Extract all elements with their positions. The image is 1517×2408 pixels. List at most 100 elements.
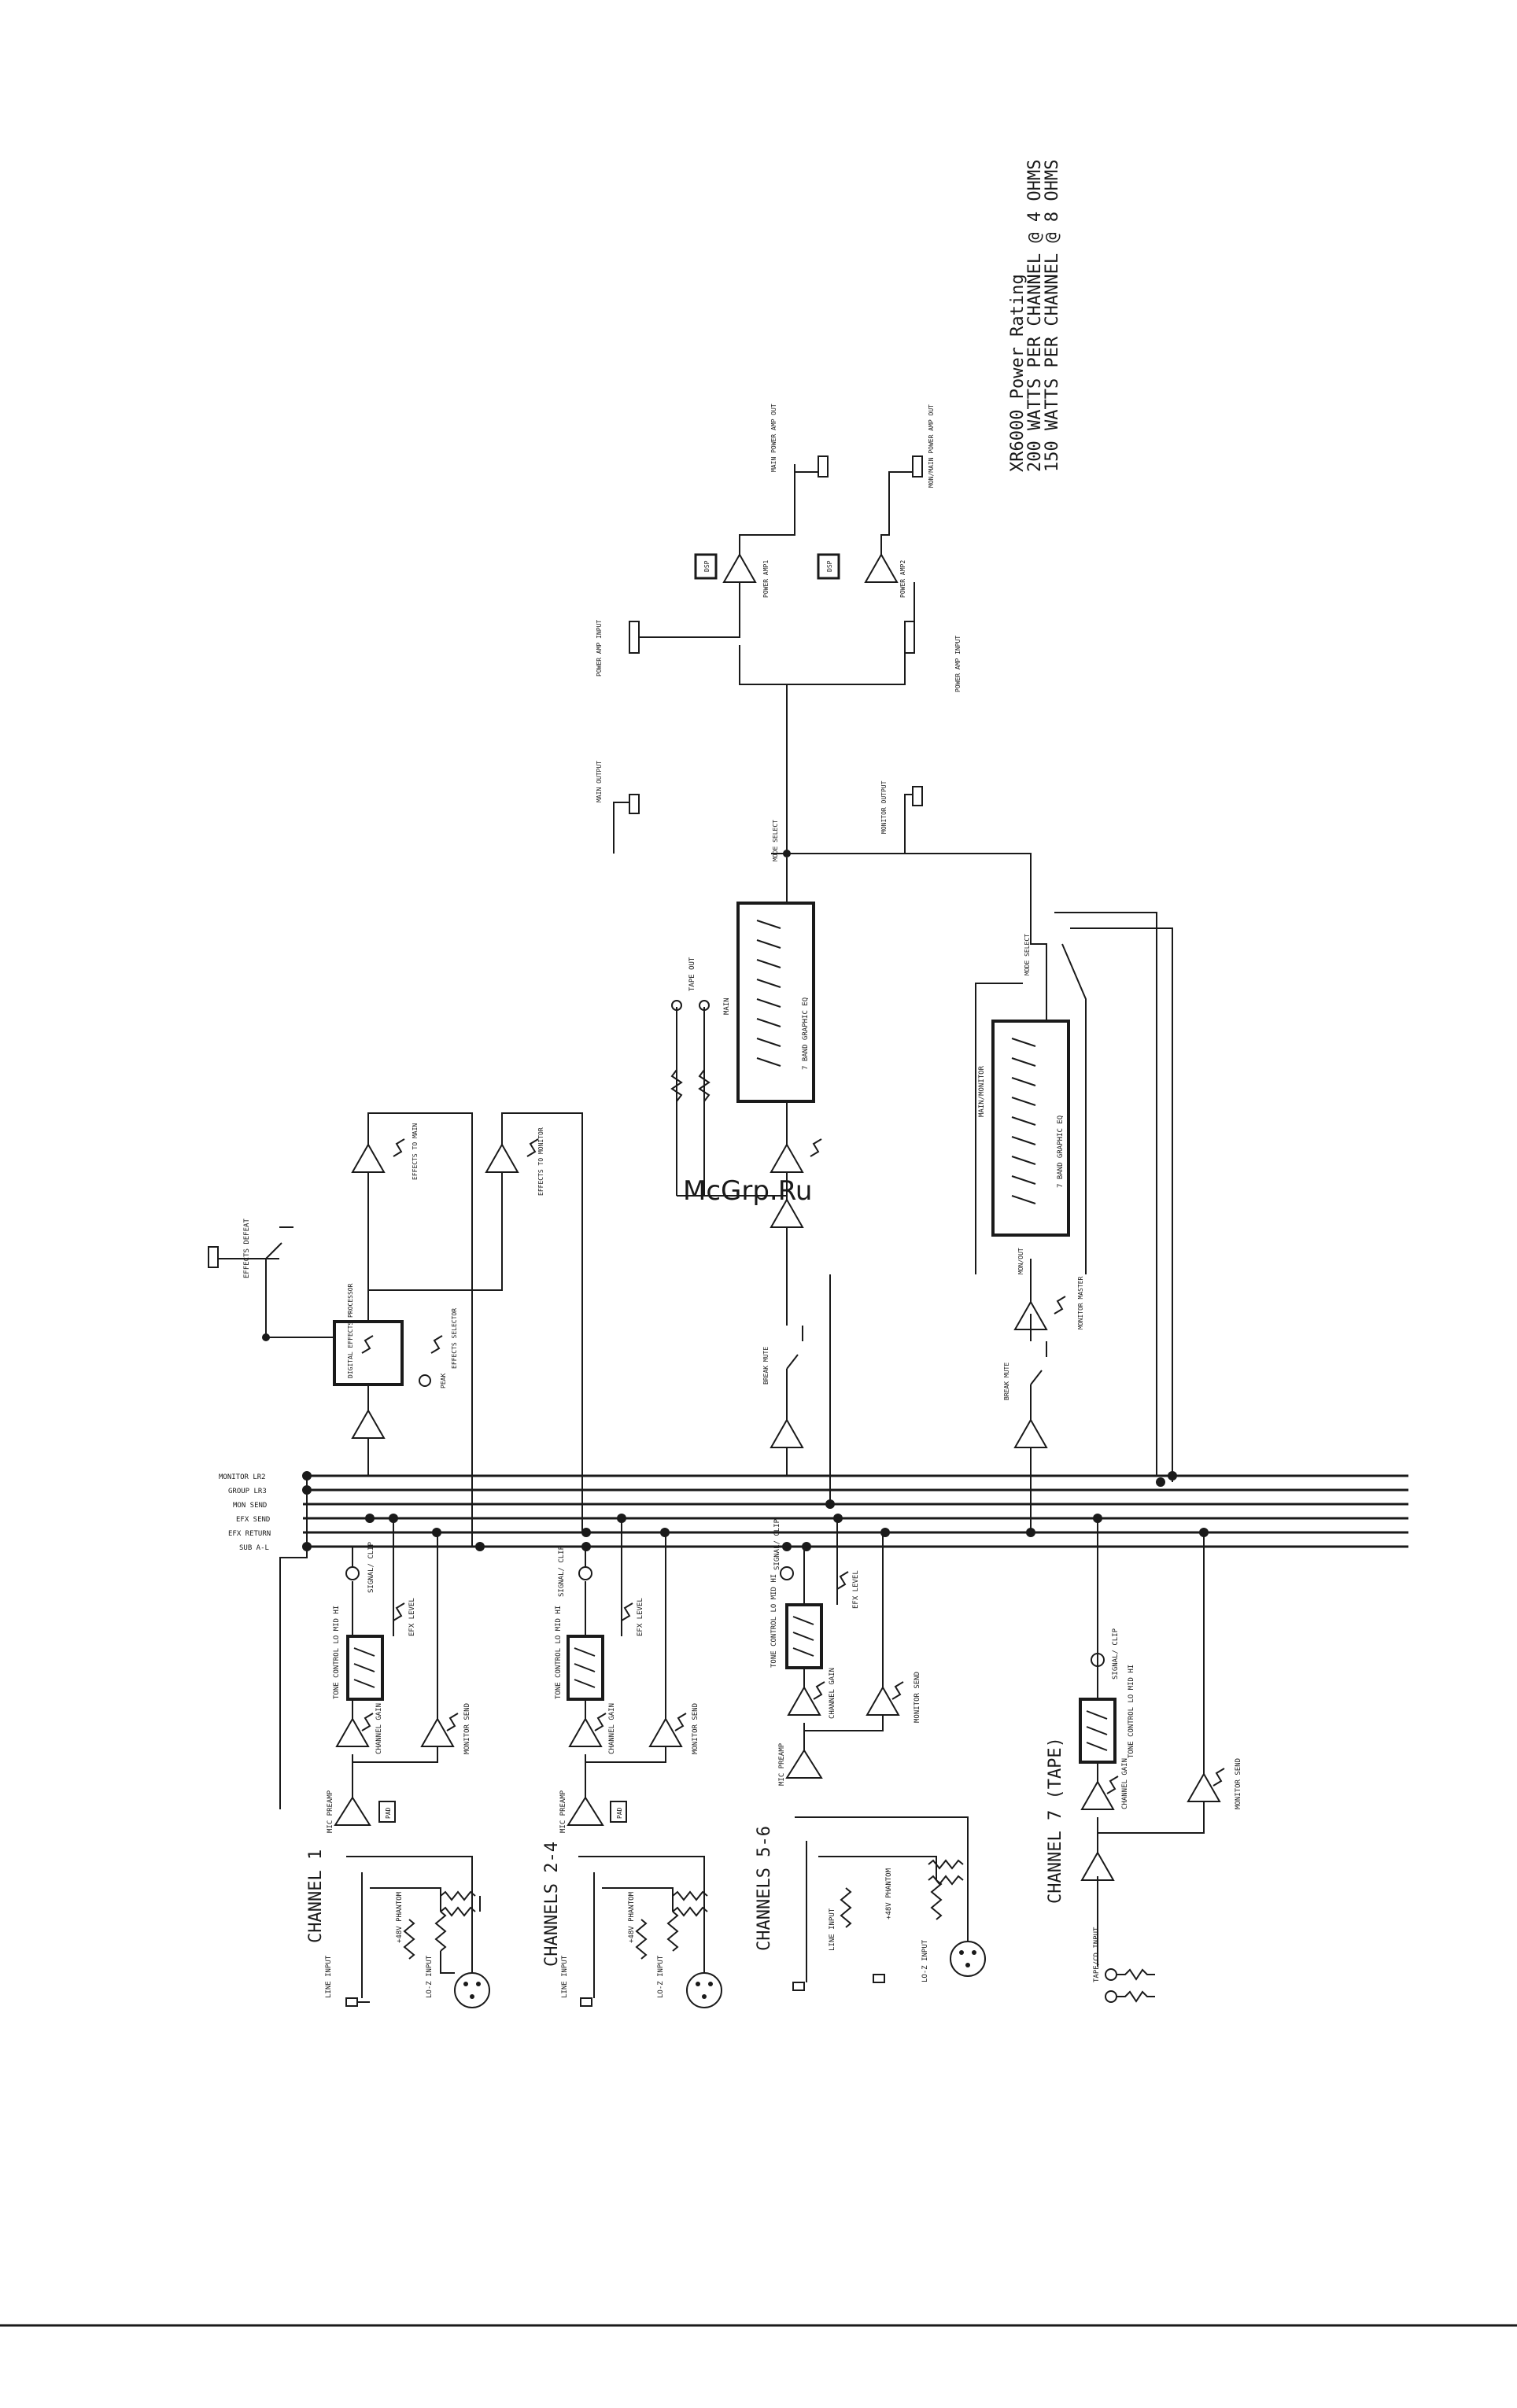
effects-defeat-jack [208,1246,219,1268]
digital-effects-processor [333,1320,404,1386]
monitor-output-label: MONITOR OUTPUT [880,780,888,834]
tone-control-label: TONE CONTROL LO MID HI [555,1606,563,1699]
tape-out-jack-icon-2 [699,1000,710,1011]
line-input-label: LINE INPUT [829,1908,836,1951]
power-rating-line1: 200 WATTS PER CHANNEL @ 4 OHMS [1025,160,1045,472]
efx-level-pot [393,1602,405,1621]
dsp-badge-label-1: DSP [703,560,711,572]
line-input-label: LINE INPUT [561,1955,569,1998]
signal-clip-label: SIGNAL/ CLIP [1112,1628,1120,1680]
effects-to-main-amp [351,1142,386,1173]
monitor-break-mute-label: BREAK MUTE [1003,1363,1010,1400]
tone-control-label: TONE CONTROL LO MID HI [333,1606,341,1699]
monitor-mode-select-label: MODE SELECT [1024,934,1031,975]
watermark: McGrp.Ru [683,1175,812,1207]
efx-level-label: EFX LEVEL [408,1598,416,1636]
pad-badge-label: PAD [385,1807,392,1819]
monitor-send-amp [648,1717,683,1747]
main-graphic-eq [736,902,815,1103]
tape-input-label: TAPE/CD INPUT [1093,1927,1101,1982]
power-rating-title: XR6000 Power Rating [1008,274,1028,472]
rca-jack-l-icon [1105,1968,1117,1981]
signal-clip-led [345,1566,360,1580]
channel-gain-amp [787,1685,821,1716]
channel-gain-amp [335,1717,370,1747]
main-output-label: MAIN OUTPUT [596,761,603,802]
power-amp-1 [722,552,757,583]
dsp-badge-1 [694,553,718,580]
dsp-badge-2 [817,553,840,580]
break-mute-switch [786,1326,803,1370]
monitor-send-label: MONITOR SEND [692,1703,699,1754]
main-eq-title: MAIN [723,997,731,1015]
mic-preamp-label: MIC PREAMP [559,1790,567,1833]
mic-preamp-triangle [567,1796,604,1826]
main-power-amp-out-jack [818,455,829,478]
dsp-badge-label-2: DSP [826,560,833,572]
channel-gain-label: CHANNEL GAIN [608,1703,616,1754]
channel-2-4: CHANNELS 2-4 PAD LINE INPUT LO-Z INPUT +… [542,1518,722,2008]
effects-input-amp [351,1408,386,1439]
channel-gain-label: CHANNEL GAIN [1121,1758,1129,1809]
bus-label: GROUP LR3 [228,1488,267,1495]
lo-z-input-label: LO-Z INPUT [657,1955,665,1998]
monitor-sum-amp [1013,1418,1048,1448]
lo-z-input-label: LO-Z INPUT [426,1955,434,1998]
channel-5-6: CHANNELS 5-6 LINE INPUT LO-Z INPUT +48V … [755,1518,986,1991]
main-section: BREAK MUTE MAIN 7 BAND GRAPHIC EQ TAPE O… [670,820,831,1504]
phantom-label: +48V PHANTOM [885,1868,893,1919]
xlr-connector-icon [454,1972,490,2008]
lo-z-input-label: LO-Z INPUT [921,1939,929,1982]
monitor-send-label: MONITOR SEND [914,1672,921,1723]
bus-lines [303,1474,1408,1548]
main-sum-amp-2 [770,1197,804,1228]
phantom-label: +48V PHANTOM [396,1891,404,1943]
effects-selector-label: EFFECTS SELECTOR [451,1308,458,1369]
xlr-connector-icon [686,1972,722,2008]
main-sum-amp [770,1418,804,1448]
tape-input-amp [1080,1850,1115,1881]
signal-clip-led [1091,1653,1105,1667]
mon-main-out-label: MON/MAIN POWER AMP OUT [928,404,935,488]
monitor-section: BREAK MUTE MONITOR MASTER MON/OUT MAIN/M… [771,850,1173,1532]
signal-clip-led [578,1566,592,1580]
power-amp-input-label-2: POWER AMP INPUT [954,636,962,692]
mon-main-power-amp-out-jack [912,455,923,478]
monitor-send-amp [420,1717,455,1747]
tone-control-block [346,1635,384,1701]
bus-label: EFX RETURN [228,1530,271,1538]
monitor-master-amp [1013,1300,1048,1330]
tone-control-label: TONE CONTROL LO MID HI [1128,1665,1135,1758]
mic-preamp-triangle [785,1749,823,1779]
break-mute-label: BREAK MUTE [762,1347,770,1385]
monitor-eq-title: MAIN/MONITOR [978,1065,986,1117]
line-jack-icon [580,1997,592,2007]
monitor-send-label: MONITOR SEND [463,1703,471,1754]
rca-jack-r-icon [1105,1990,1117,2003]
monitor-send-amp [866,1685,900,1716]
effects-defeat-switch [265,1226,293,1259]
power-amp-1-label: POWER AMP1 [762,560,770,598]
bus-labels: MONITOR LR2 GROUP LR3 MON SEND EFX SEND … [219,1473,271,1552]
main-out-label: MAIN POWER AMP OUT [770,404,777,472]
effects-processor-label: DIGITAL EFFECTS PROCESSOR [347,1283,354,1378]
monitor-break-mute-switch [1030,1341,1047,1385]
power-amp-2-label: POWER AMP2 [899,560,906,598]
channel-title: CHANNEL 7 (TAPE) [1046,1737,1065,1904]
monitor-master-label: MONITOR MASTER [1077,1276,1084,1329]
effects-to-monitor-label: EFFECTS TO MONITOR [537,1127,544,1196]
tape-out-jack-icon [671,1000,682,1011]
signal-clip-label: SIGNAL/ CLIP [773,1518,781,1570]
bus-label: SUB A-L [239,1544,269,1552]
outputs-section: MAIN OUTPUT MONITOR OUTPUT POWER AMP INP… [596,404,962,854]
peak-label: PEAK [440,1374,447,1388]
power-amp-2 [864,552,899,583]
effects-section: DIGITAL EFFECTS PROCESSOR PEAK EFFECTS S… [208,1112,583,1547]
mic-preamp-label: MIC PREAMP [327,1790,334,1833]
monitor-mon-out-label: MON/OUT [1017,1248,1024,1274]
phantom-label: +48V PHANTOM [628,1891,636,1943]
peak-led [419,1374,431,1387]
bus-label: EFX SEND [236,1516,270,1524]
